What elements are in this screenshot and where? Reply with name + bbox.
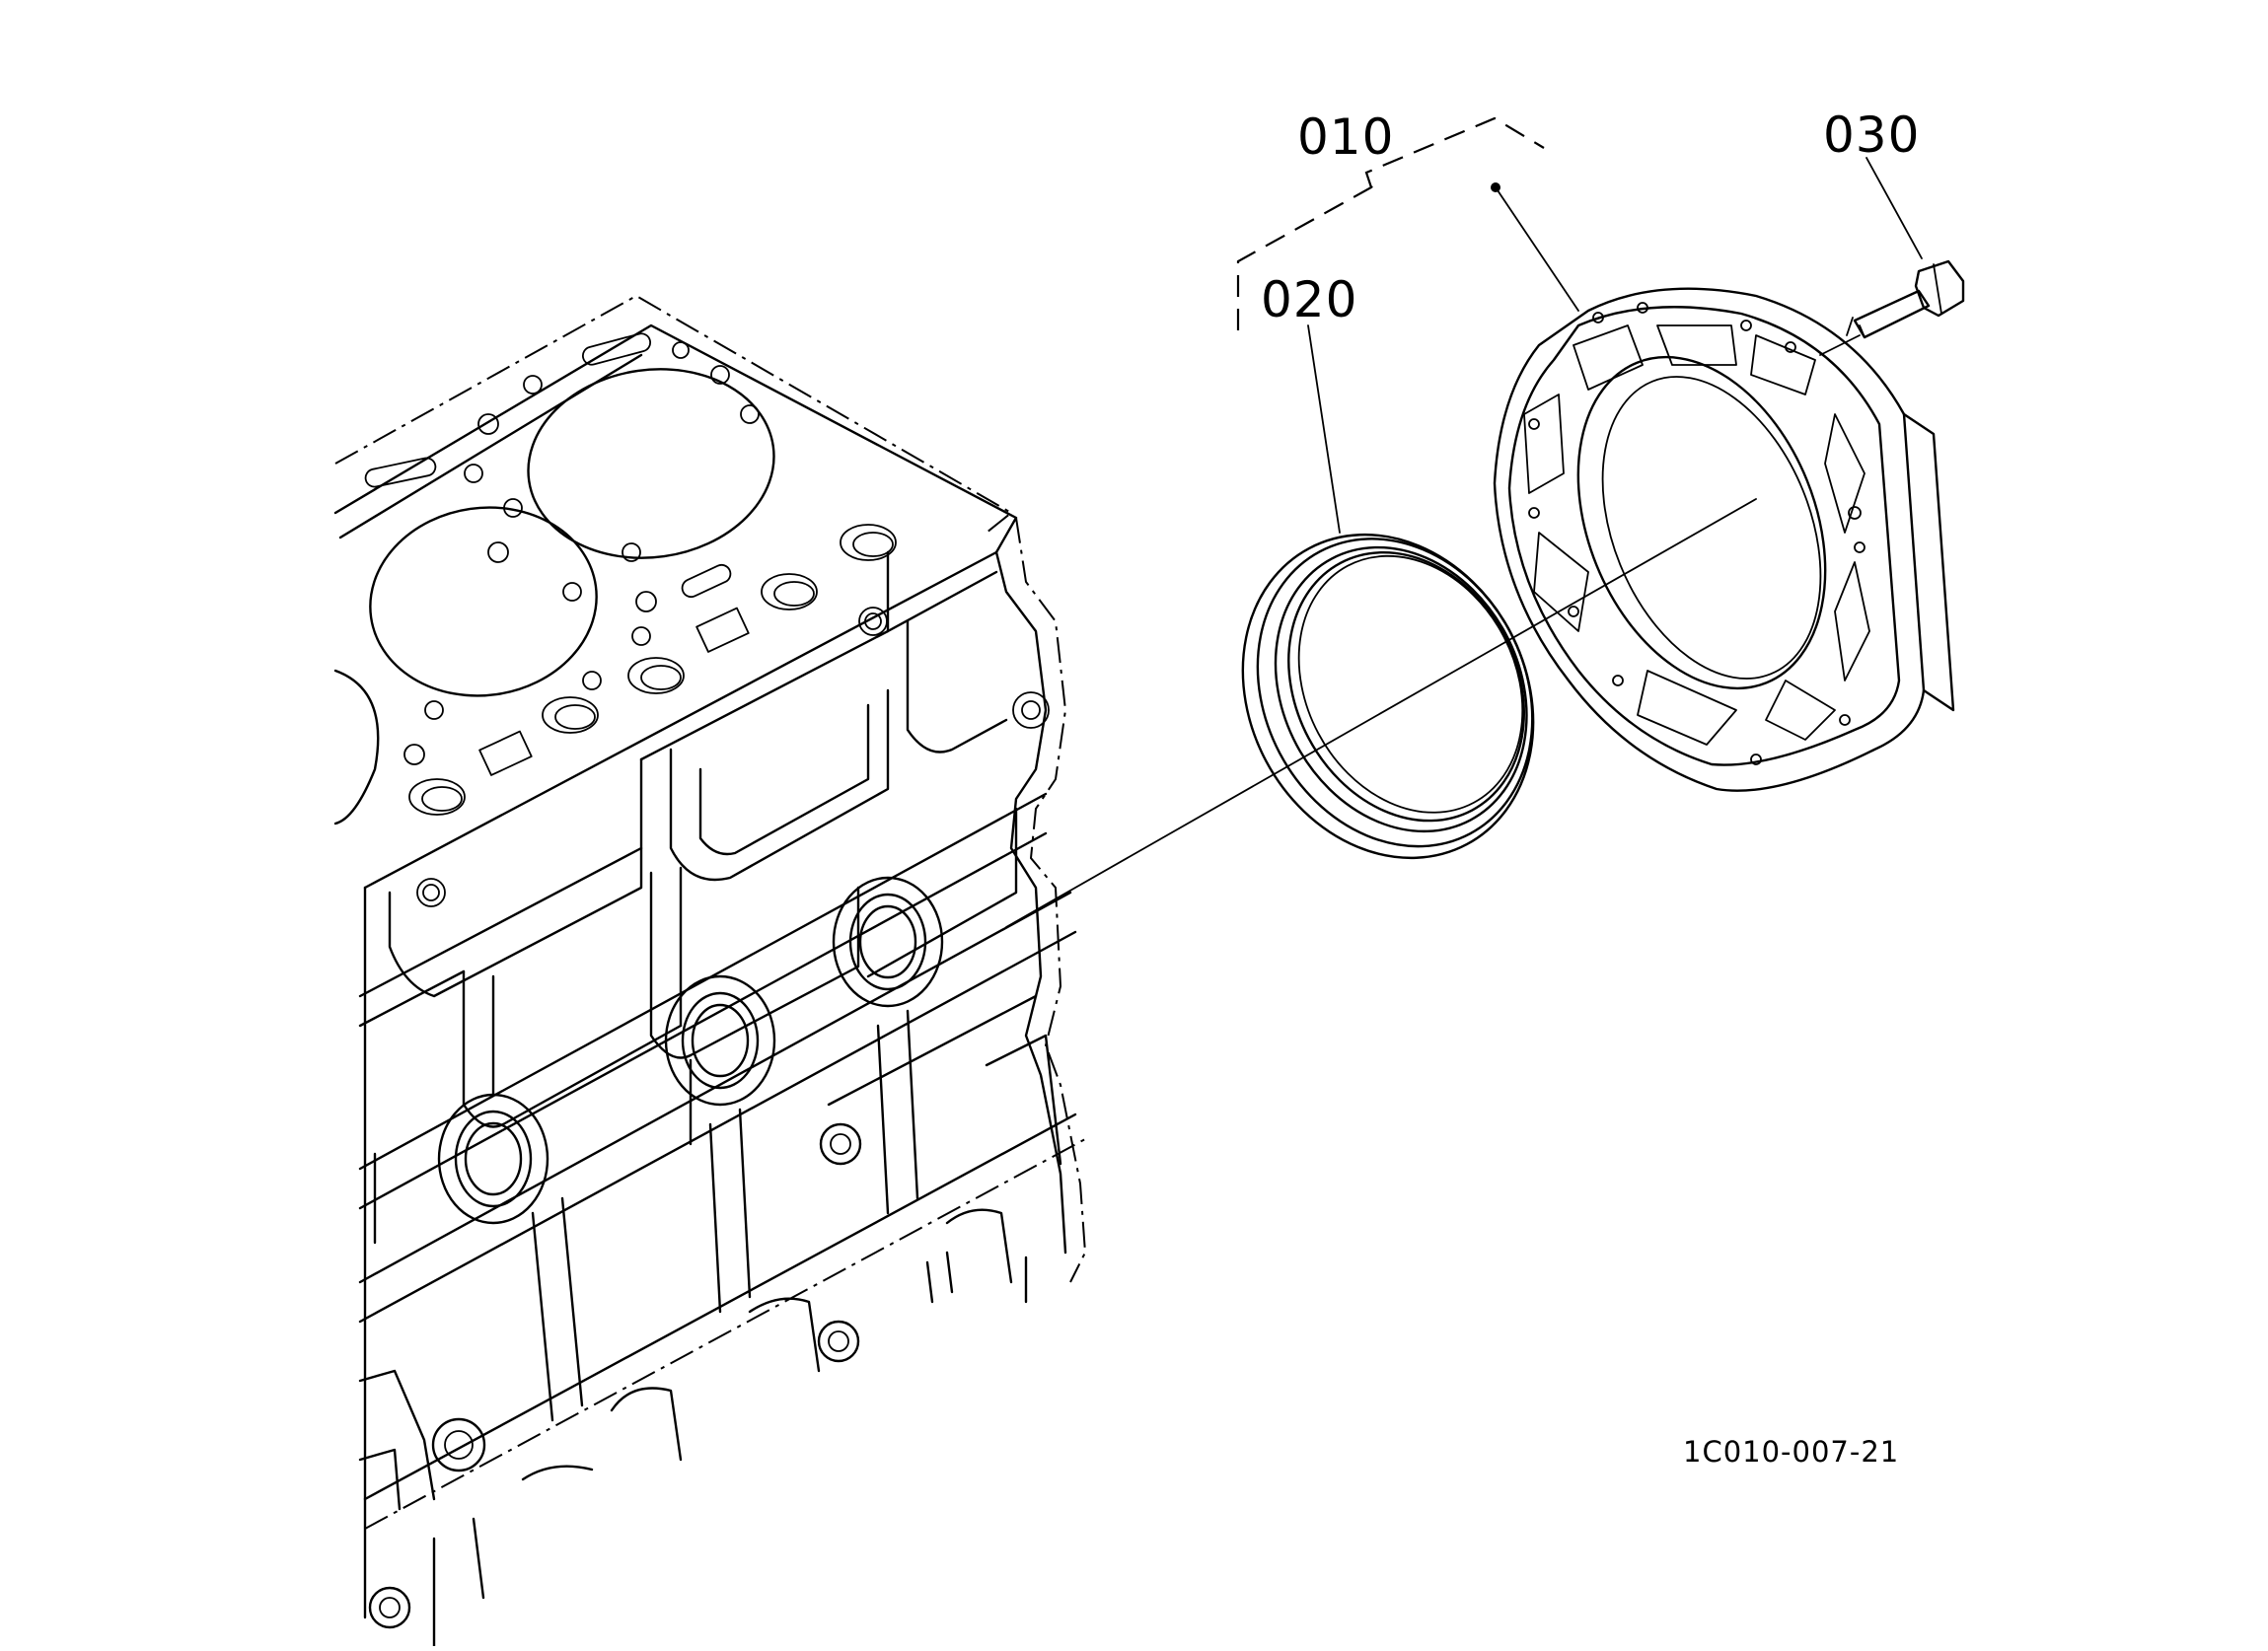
oil-seal-drawing [1241, 533, 1535, 860]
leader-lines [1236, 116, 1923, 534]
callout-010: 010 [1297, 108, 1395, 166]
center-axis-line [1005, 498, 1757, 928]
bolt-drawing [1819, 259, 1965, 356]
cylinder-block-drawing [333, 294, 1087, 1648]
seal-case-drawing [1493, 287, 1955, 792]
callout-030: 030 [1823, 107, 1921, 164]
callout-020: 020 [1261, 271, 1358, 328]
figure-code: 1C010-007-21 [1683, 1435, 1900, 1469]
